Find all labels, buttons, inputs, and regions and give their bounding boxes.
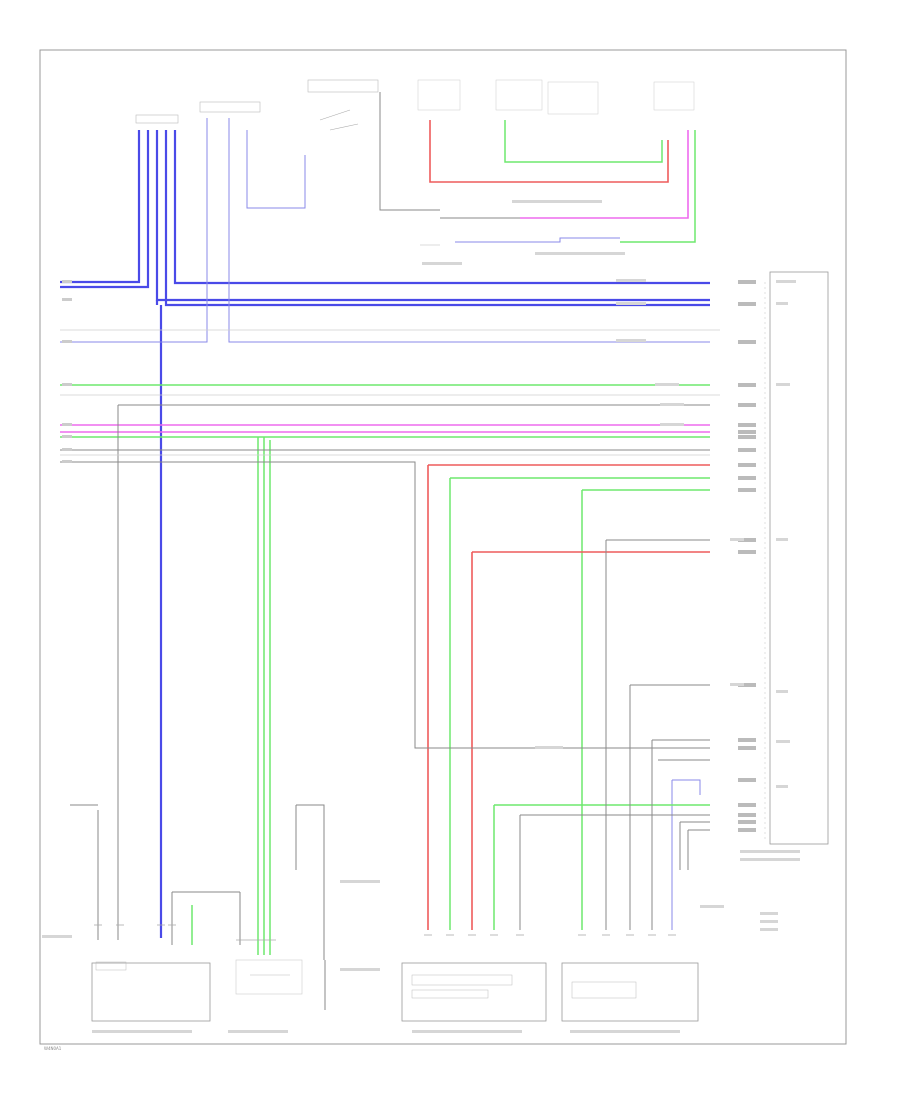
page-code: W4N0A1 bbox=[44, 1046, 62, 1051]
diagram-frame bbox=[39, 49, 847, 1045]
pink-wire-group bbox=[60, 130, 710, 433]
left-terminal-marks bbox=[62, 280, 72, 463]
connector-ticks bbox=[94, 924, 676, 941]
red-wire-group bbox=[427, 120, 710, 930]
blue-wire-group bbox=[60, 130, 710, 938]
blue-wire-thin-group bbox=[60, 118, 710, 930]
top-left-connector-group bbox=[135, 79, 695, 131]
seat-sensor-left bbox=[401, 962, 547, 1022]
green-wire-group bbox=[60, 120, 710, 955]
ecu-block bbox=[764, 271, 829, 845]
bottom-switch-component bbox=[235, 959, 303, 995]
faint-label-blocks bbox=[42, 200, 800, 1033]
ecu-pin-marks bbox=[738, 280, 756, 832]
seat-sensor-right bbox=[561, 962, 699, 1022]
bottom-component-left bbox=[91, 961, 211, 1022]
light-gray-wire-group bbox=[60, 244, 720, 456]
